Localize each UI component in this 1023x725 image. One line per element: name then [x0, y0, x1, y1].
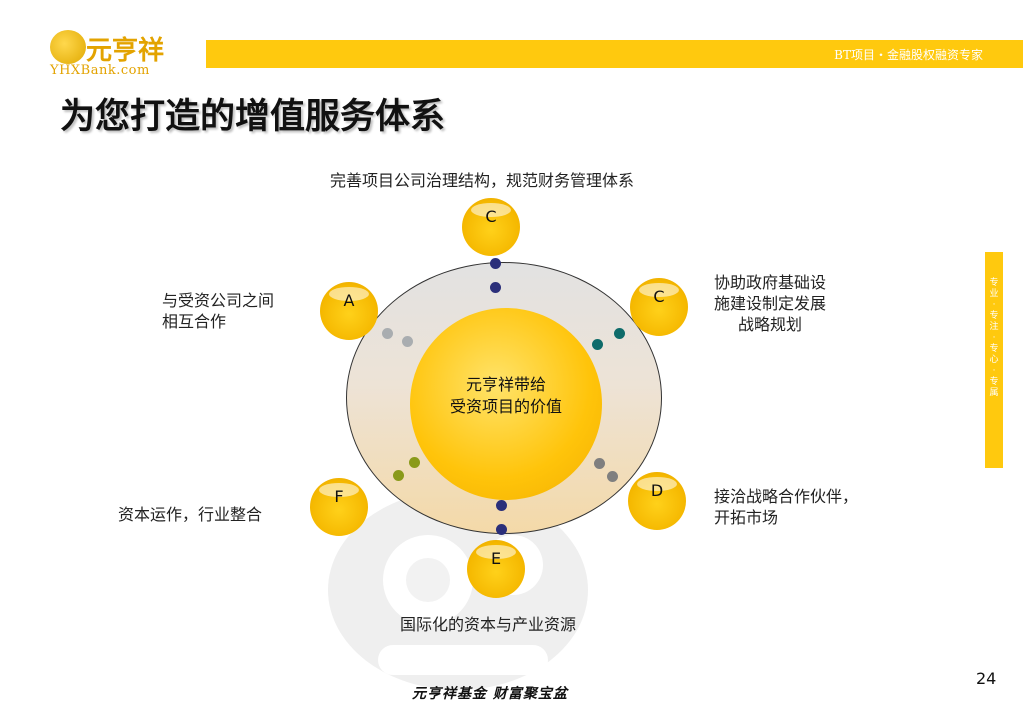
node-letter: C — [485, 207, 497, 226]
center-label-line-2: 受资项目的价值 — [449, 397, 562, 416]
page-number: 24 — [976, 669, 997, 688]
node-c-top-label: 完善项目公司治理结构，规范财务管理体系 — [330, 170, 634, 191]
connector-dot-lower-left-outer — [393, 470, 404, 481]
footer-slogan: 元亨祥基金 财富聚宝盆 — [412, 686, 568, 702]
node-letter: C — [653, 287, 665, 306]
node-c-right-label: 协助政府基础设 施建设制定发展 战略规划 — [714, 272, 826, 335]
node-e: E — [467, 540, 525, 598]
node-f-label: 资本运作，行业整合 — [118, 504, 262, 525]
node-f: F — [310, 478, 368, 536]
label-line: 施建设制定发展 — [714, 294, 827, 313]
label-line: 国际化的资本与产业资源 — [400, 615, 577, 634]
side-tab: 专业 · 专注 · 专心 · 专属 — [985, 252, 1003, 468]
center-label-line-1: 元亨祥带给 — [465, 375, 546, 394]
header-tagline: BT项目・金融股权融资专家 — [834, 48, 983, 62]
connector-dot-lower-left-inner — [409, 457, 420, 468]
connector-dot-right-outer — [614, 328, 625, 339]
center-label: 元亨祥带给 受资项目的价值 — [410, 374, 602, 418]
node-d-label: 接洽战略合作伙伴， 开拓市场 — [714, 486, 858, 528]
label-line: 与受资公司之间 — [162, 291, 275, 310]
header-bar — [206, 40, 1023, 68]
node-letter: D — [650, 481, 664, 500]
node-e-label: 国际化的资本与产业资源 — [400, 614, 576, 635]
page-title: 为您打造的增值服务体系 — [60, 97, 446, 137]
node-a-label: 与受资公司之间 相互合作 — [162, 290, 274, 332]
logo-icon — [50, 30, 86, 64]
connector-dot-bottom-inner — [496, 500, 507, 511]
label-line: 相互合作 — [162, 312, 227, 331]
node-c-top: C — [462, 198, 520, 256]
node-letter: F — [334, 487, 344, 506]
connector-dot-lower-right-inner — [594, 458, 605, 469]
label-line: 协助政府基础设 — [714, 273, 827, 292]
node-letter: E — [490, 549, 502, 568]
node-a: A — [320, 282, 378, 340]
connector-dot-left-inner — [402, 336, 413, 347]
logo-text: 元亨祥 — [86, 36, 165, 66]
node-d: D — [628, 472, 686, 530]
center-circle — [410, 308, 602, 500]
connector-dot-lower-right-outer — [607, 471, 618, 482]
connector-dot-bottom-outer — [496, 524, 507, 535]
label-line: 完善项目公司治理结构，规范财务管理体系 — [330, 171, 635, 190]
label-line: 战略规划 — [738, 315, 803, 334]
connector-dot-top-outer — [490, 258, 501, 269]
connector-dot-left-outer — [382, 328, 393, 339]
connector-dot-right-inner — [592, 339, 603, 350]
node-letter: A — [343, 291, 355, 310]
connector-dot-top-inner — [490, 282, 501, 293]
label-line: 开拓市场 — [714, 508, 779, 527]
watermark-logo-icon — [328, 490, 588, 690]
label-line: 资本运作，行业整合 — [118, 505, 263, 524]
node-c-right: C — [630, 278, 688, 336]
side-tab-text: 专业 · 专注 · 专心 · 专属 — [989, 278, 999, 398]
label-line: 接洽战略合作伙伴， — [714, 487, 859, 506]
logo-url: YHXBank.com — [50, 63, 150, 78]
